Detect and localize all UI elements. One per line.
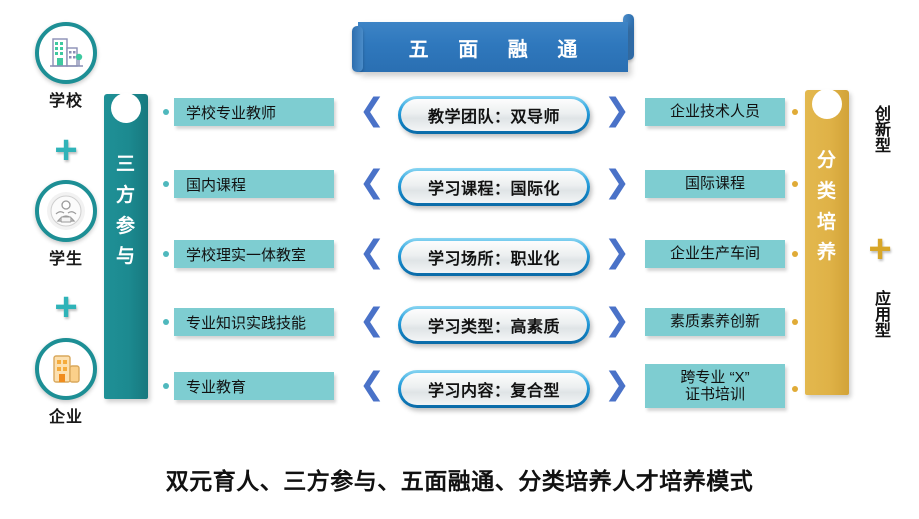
school-building-icon bbox=[35, 22, 97, 84]
chevron-right-icon: ❯ bbox=[604, 302, 630, 337]
plus-icon-school-student: + bbox=[54, 128, 78, 172]
center-pill[interactable]: 学习类型：高素质 bbox=[398, 306, 590, 344]
mapping-row: 专业知识实践技能 ❮ 学习类型：高素质 ❯ 素质素养创新 bbox=[0, 302, 919, 354]
mapping-row: 学校专业教师 ❮ 教学团队：双导师 ❯ 企业技术人员 bbox=[0, 92, 919, 144]
ribbon-notch bbox=[812, 89, 842, 119]
left-ribbon-char: 方 bbox=[115, 184, 136, 206]
right-ribbon-text: 分 类 培 养 bbox=[805, 146, 849, 269]
plus-icon-student-enterprise: + bbox=[54, 285, 78, 329]
center-pill-inner: 学习场所：职业化 bbox=[401, 241, 587, 273]
left-tag-label: 学校专业教师 bbox=[186, 104, 277, 122]
left-ribbon-char: 参 bbox=[115, 215, 136, 237]
right-tag-label: 国际课程 bbox=[684, 175, 745, 193]
right-ribbon-classified-training: 分 类 培 养 bbox=[805, 89, 849, 395]
center-pill-inner: 学习类型：高素质 bbox=[401, 309, 587, 341]
left-ribbon-char: 三 bbox=[115, 154, 136, 175]
left-tag-label: 国内课程 bbox=[186, 176, 247, 194]
party-student: 学生 bbox=[28, 180, 104, 269]
chevron-left-icon: ❮ bbox=[359, 302, 385, 337]
right-bullet-dot bbox=[792, 181, 798, 187]
right-tag-box[interactable]: 国际课程 bbox=[645, 170, 785, 198]
enterprise-building-icon bbox=[35, 338, 97, 400]
chevron-left-icon: ❮ bbox=[359, 92, 385, 127]
left-tag-label: 专业教育 bbox=[186, 378, 247, 396]
right-bullet-dot bbox=[792, 251, 798, 257]
center-pill-label: 学习内容：复合型 bbox=[427, 383, 560, 400]
left-tag-box[interactable]: 学校理实一体教室 bbox=[174, 240, 334, 268]
right-ribbon-char: 类 bbox=[816, 180, 837, 202]
right-tag-box[interactable]: 跨专业 “X” 证书培训 bbox=[645, 364, 785, 408]
center-pill-label: 学习场所：职业化 bbox=[427, 251, 560, 268]
party-label: 学校 bbox=[48, 93, 83, 110]
right-bullet-dot bbox=[792, 319, 798, 325]
left-tag-label: 专业知识实践技能 bbox=[186, 314, 307, 332]
left-ribbon-char: 与 bbox=[115, 246, 136, 268]
left-bullet-dot bbox=[163, 319, 169, 325]
party-enterprise: 企业 bbox=[28, 338, 104, 427]
center-pill-inner: 教学团队：双导师 bbox=[401, 99, 587, 131]
right-tag-line2: 证书培训 bbox=[684, 386, 745, 403]
diagram-caption: 双元育人、三方参与、五面融通、分类培养人才培养模式 bbox=[165, 468, 754, 494]
right-tag-label: 企业生产车间 bbox=[669, 245, 760, 263]
banner-roll-right bbox=[623, 14, 634, 60]
party-label: 学生 bbox=[48, 251, 83, 268]
outcome-label-applied: 应用型 bbox=[867, 290, 893, 343]
right-tag-label: 素质素养创新 bbox=[669, 313, 760, 331]
right-ribbon-char: 养 bbox=[816, 242, 837, 264]
chevron-left-icon: ❮ bbox=[359, 366, 385, 401]
center-pill-inner: 学习内容：复合型 bbox=[401, 373, 587, 405]
right-tag-box[interactable]: 企业生产车间 bbox=[645, 240, 785, 268]
left-tag-box[interactable]: 专业知识实践技能 bbox=[174, 308, 334, 336]
right-tag-line1: 跨专业 “X” bbox=[680, 368, 750, 386]
right-tag-label: 企业技术人员 bbox=[669, 103, 760, 121]
right-ribbon-char: 分 bbox=[816, 150, 837, 171]
student-icon bbox=[35, 180, 97, 242]
left-tag-box[interactable]: 国内课程 bbox=[174, 170, 334, 198]
center-pill[interactable]: 教学团队：双导师 bbox=[398, 96, 590, 134]
right-bullet-dot bbox=[792, 386, 798, 392]
party-school: 学校 bbox=[28, 22, 104, 111]
center-pill-label: 学习课程：国际化 bbox=[427, 181, 560, 198]
mapping-row: 学校理实一体教室 ❮ 学习场所：职业化 ❯ 企业生产车间 bbox=[0, 234, 919, 286]
right-tag-box[interactable]: 素质素养创新 bbox=[645, 308, 785, 336]
chevron-left-icon: ❮ bbox=[359, 234, 385, 269]
center-pill[interactable]: 学习内容：复合型 bbox=[398, 370, 590, 408]
ribbon-notch bbox=[111, 93, 141, 123]
left-tag-label: 学校理实一体教室 bbox=[186, 246, 307, 264]
right-bullet-dot bbox=[792, 109, 798, 115]
chevron-left-icon: ❮ bbox=[359, 164, 385, 199]
mapping-row: 国内课程 ❮ 学习课程：国际化 ❯ 国际课程 bbox=[0, 164, 919, 216]
top-banner-five-aspects: 五 面 融 通 bbox=[352, 14, 634, 72]
chevron-right-icon: ❯ bbox=[604, 92, 630, 127]
chevron-right-icon: ❯ bbox=[604, 234, 630, 269]
left-bullet-dot bbox=[163, 181, 169, 187]
left-tag-box[interactable]: 学校专业教师 bbox=[174, 98, 334, 126]
center-pill-label: 学习类型：高素质 bbox=[427, 319, 560, 336]
left-ribbon-text: 三 方 参 与 bbox=[104, 150, 148, 273]
center-pill-inner: 学习课程：国际化 bbox=[401, 171, 587, 203]
left-ribbon-three-party: 三 方 参 与 bbox=[104, 93, 148, 399]
mapping-row: 专业教育 ❮ 学习内容：复合型 ❯ 跨专业 “X” 证书培训 bbox=[0, 364, 919, 418]
outcome-text: 应用型 bbox=[871, 290, 889, 338]
left-tag-box[interactable]: 专业教育 bbox=[174, 372, 334, 400]
banner-roll-left bbox=[352, 26, 363, 72]
chevron-right-icon: ❯ bbox=[604, 164, 630, 199]
outcome-label-innovative: 创新型 bbox=[867, 105, 893, 158]
center-pill-label: 教学团队：双导师 bbox=[427, 109, 560, 126]
right-ribbon-char: 培 bbox=[816, 211, 837, 233]
right-tag-label-multiline: 跨专业 “X” 证书培训 bbox=[680, 369, 749, 404]
banner-band: 五 面 融 通 bbox=[358, 22, 628, 72]
chevron-right-icon: ❯ bbox=[604, 366, 630, 401]
right-tag-box[interactable]: 企业技术人员 bbox=[645, 98, 785, 126]
center-pill[interactable]: 学习场所：职业化 bbox=[398, 238, 590, 276]
left-bullet-dot bbox=[163, 383, 169, 389]
party-label: 企业 bbox=[48, 409, 83, 426]
left-bullet-dot bbox=[163, 109, 169, 115]
plus-icon-outcomes: + bbox=[868, 227, 892, 271]
top-banner-label: 五 面 融 通 bbox=[408, 38, 590, 61]
left-bullet-dot bbox=[163, 251, 169, 257]
outcome-text: 创新型 bbox=[871, 105, 889, 153]
center-pill[interactable]: 学习课程：国际化 bbox=[398, 168, 590, 206]
